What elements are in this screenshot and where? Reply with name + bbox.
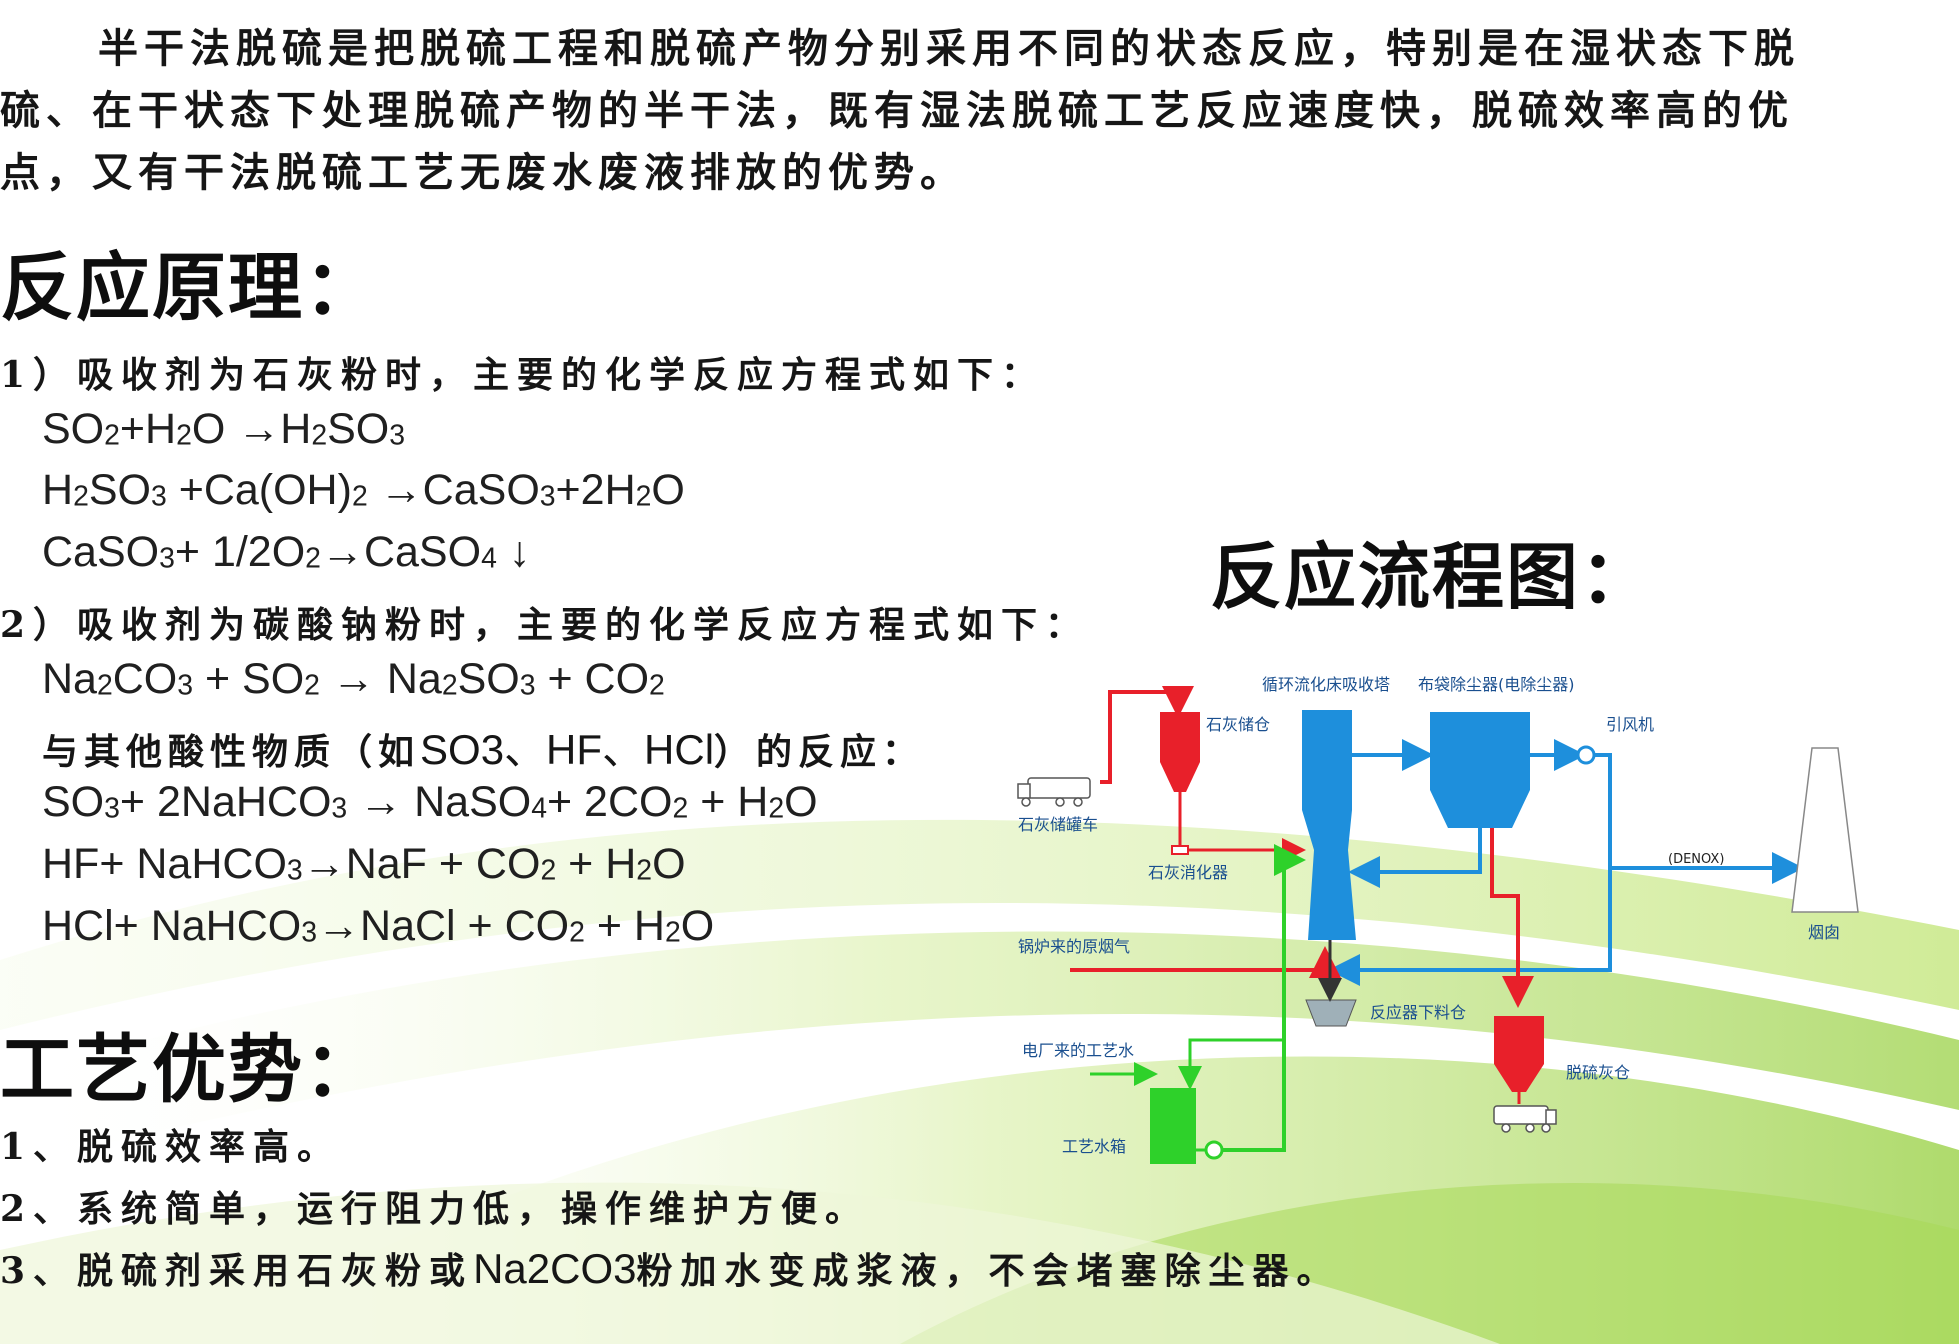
other-acids-line: 与其他酸性物质（如SO3、HF、HCl）的反应： <box>42 716 924 777</box>
label-lime-truck: 石灰储罐车 <box>1018 815 1098 834</box>
label-desulf-ash-silo: 脱硫灰仓 <box>1566 1063 1630 1082</box>
absorber-tower-icon <box>1302 710 1356 940</box>
lime-truck-icon <box>1017 777 1091 807</box>
label-lime-slaker: 石灰消化器 <box>1148 863 1228 882</box>
ash-truck-icon <box>1493 1105 1557 1133</box>
lime-silo-icon <box>1160 712 1200 792</box>
label-bag-filter: 布袋除尘器(电除尘器) <box>1418 675 1575 694</box>
equation-3: CaSO3+ 1/2O2→CaSO4 ↓ <box>42 528 531 576</box>
advantage-item-2: 2、系统简单，运行阻力低，操作维护方便。 <box>0 1188 870 1230</box>
advantage-item-3-prefix: 3、脱硫剂采用石灰粉或 <box>0 1250 474 1292</box>
reactor-bin-icon <box>1305 999 1357 1027</box>
advantages-heading: 工艺优势： <box>0 1027 380 1113</box>
filter-ash-line <box>1490 828 1534 1008</box>
filter-recycle-line <box>1348 828 1482 888</box>
water-tank-icon <box>1150 1088 1196 1164</box>
lime-slaker-icon <box>1171 845 1189 855</box>
process-flow-diagram: 循环流化床吸收塔 布袋除尘器(电除尘器) 引风机 石灰储仓 石灰储罐车 石灰消化… <box>1017 675 1859 1164</box>
other-acids-prefix: 与其他酸性物质（如 <box>42 731 421 773</box>
water-supply-line <box>1222 844 1306 1152</box>
swoosh-band-5 <box>0 1182 1500 1344</box>
label-flue-gas: 锅炉来的原烟气 <box>1018 937 1130 956</box>
advantage-item-3-suffix: 粉加水变成浆液，不会堵塞除尘器。 <box>636 1250 1341 1292</box>
other-acids-suffix: ）的反应： <box>714 731 925 773</box>
swoosh-band-2 <box>0 931 1959 1170</box>
label-water-tank: 工艺水箱 <box>1062 1137 1126 1156</box>
label-denox: (DENOX) <box>1668 852 1724 867</box>
label-absorber: 循环流化床吸收塔 <box>1262 675 1390 694</box>
lime-feed-line <box>1100 686 1194 784</box>
advantage-item-1: 1、脱硫效率高。 <box>0 1126 342 1168</box>
label-lime-silo: 石灰储仓 <box>1206 715 1270 734</box>
bag-filter-icon <box>1430 712 1530 828</box>
advantage-item-3-formula: Na2CO3 <box>473 1245 637 1292</box>
equation-4: Na2CO3 + SO2 → Na2SO3 + CO2 <box>42 655 665 703</box>
label-reactor-bin: 反应器下料仓 <box>1370 1003 1466 1022</box>
advantage-item-3: 3、脱硫剂采用石灰粉或Na2CO3粉加水变成浆液，不会堵塞除尘器。 <box>0 1242 1340 1294</box>
principle-case-1: 1）吸收剂为石灰粉时，主要的化学反应方程式如下： <box>0 354 1046 396</box>
equation-7: HCl+ NaHCO3→NaCl + CO2 + H2O <box>42 902 715 950</box>
water-to-tank-top-line <box>1178 1038 1284 1090</box>
principle-heading: 反应原理： <box>0 245 380 331</box>
water-pump-icon <box>1204 1140 1224 1160</box>
equation-2: H2SO3 +Ca(OH)2 →CaSO3+2H2O <box>42 466 685 514</box>
recirculation-line <box>1328 868 1612 986</box>
chimney-icon <box>1791 747 1859 913</box>
principle-case-2: 2）吸收剂为碳酸钠粉时，主要的化学反应方程式如下： <box>0 604 1090 646</box>
label-chimney: 烟囱 <box>1808 923 1840 942</box>
induced-draft-fan-icon <box>1576 745 1596 765</box>
flue-gas-inlet-line <box>1070 946 1341 978</box>
desulf-ash-silo-icon <box>1494 1016 1544 1092</box>
intro-paragraph: 半干法脱硫是把脱硫工程和脱硫产物分别采用不同的状态反应，特别是在湿状态下脱硫、在… <box>0 25 1800 196</box>
fan-to-denox-line <box>1594 753 1804 884</box>
other-acids-species: SO3、HF、HCl <box>420 726 715 773</box>
label-id-fan: 引风机 <box>1606 715 1654 734</box>
label-process-water-in: 电厂来的工艺水 <box>1022 1041 1134 1060</box>
flow-heading: 反应流程图： <box>1210 535 1655 619</box>
equation-5: SO3+ 2NaHCO3 → NaSO4+ 2CO2 + H2O <box>42 778 818 826</box>
equation-1: SO2+H2O →H2SO3 <box>42 405 406 453</box>
equation-6: HF+ NaHCO3→NaF + CO2 + H2O <box>42 840 686 888</box>
